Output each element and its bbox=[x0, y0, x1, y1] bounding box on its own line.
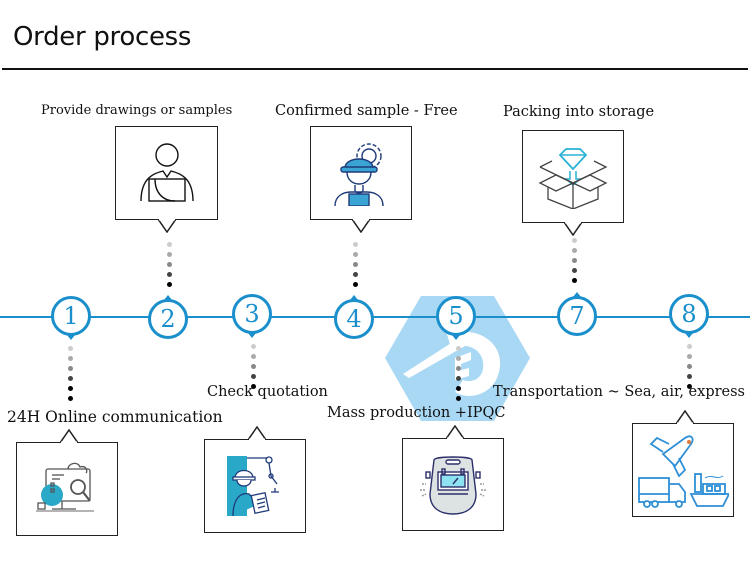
welding-mask-icon bbox=[420, 455, 486, 515]
step-label-1: 24H Online communication bbox=[7, 408, 223, 426]
callout-tail bbox=[676, 410, 694, 424]
step-number: 4 bbox=[346, 305, 362, 333]
step-card-7 bbox=[522, 130, 624, 236]
step-number: 3 bbox=[244, 300, 260, 328]
connector-dots bbox=[250, 344, 256, 394]
connector-dots bbox=[67, 346, 73, 406]
callout-tail bbox=[446, 425, 464, 439]
callout-tail bbox=[248, 426, 266, 440]
callout-tail bbox=[352, 219, 370, 233]
connector-dots bbox=[166, 242, 172, 292]
step-number: 8 bbox=[681, 300, 697, 328]
step-card-4 bbox=[310, 126, 412, 233]
connector-dots bbox=[455, 346, 461, 406]
step-card-2 bbox=[115, 126, 218, 233]
step-number: 7 bbox=[569, 302, 585, 330]
step-node-1[interactable]: 1 bbox=[51, 296, 91, 340]
step-node-8[interactable]: 8 bbox=[669, 294, 709, 338]
page-title: Order process bbox=[13, 22, 192, 52]
engineer-checklist-icon bbox=[227, 456, 279, 517]
title-divider bbox=[2, 68, 748, 70]
step-number: 2 bbox=[160, 305, 176, 333]
box-diamond-icon bbox=[538, 147, 608, 209]
step-card-5 bbox=[402, 425, 504, 531]
step-number: 5 bbox=[448, 302, 464, 330]
callout-tail bbox=[564, 222, 582, 236]
engineer-gear-icon bbox=[334, 143, 384, 206]
airplane-icon bbox=[649, 435, 694, 478]
step-number: 1 bbox=[63, 302, 79, 330]
step-node-7[interactable]: 7 bbox=[557, 292, 597, 336]
step-node-3[interactable]: 3 bbox=[232, 294, 272, 338]
transport-icon bbox=[638, 435, 729, 508]
ship-icon bbox=[689, 473, 729, 507]
step-card-3 bbox=[204, 426, 306, 533]
callout-tail bbox=[157, 219, 176, 233]
connector-dots bbox=[686, 344, 692, 394]
connector-dots bbox=[571, 238, 577, 288]
step-label-4: Confirmed sample - Free bbox=[275, 103, 458, 119]
step-node-4[interactable]: 4 bbox=[334, 295, 374, 339]
step-card-1 bbox=[16, 429, 118, 536]
step-node-5[interactable]: 5 bbox=[436, 296, 476, 340]
step-label-8: Transportation ~ Sea, air, express bbox=[493, 384, 745, 400]
monitor-analytics-icon bbox=[36, 462, 94, 512]
step-label-5: Mass production +IPQC bbox=[327, 405, 506, 421]
step-card-8 bbox=[632, 410, 734, 517]
step-label-7: Packing into storage bbox=[503, 104, 655, 120]
step-label-3: Check quotation bbox=[207, 384, 328, 400]
person-laptop-icon bbox=[139, 143, 194, 202]
connector-dots bbox=[352, 242, 358, 292]
truck-icon bbox=[638, 477, 686, 508]
step-label-2: Provide drawings or samples bbox=[41, 103, 233, 118]
step-node-2[interactable]: 2 bbox=[148, 295, 188, 339]
timeline-line bbox=[0, 316, 750, 318]
callout-tail bbox=[60, 429, 78, 443]
